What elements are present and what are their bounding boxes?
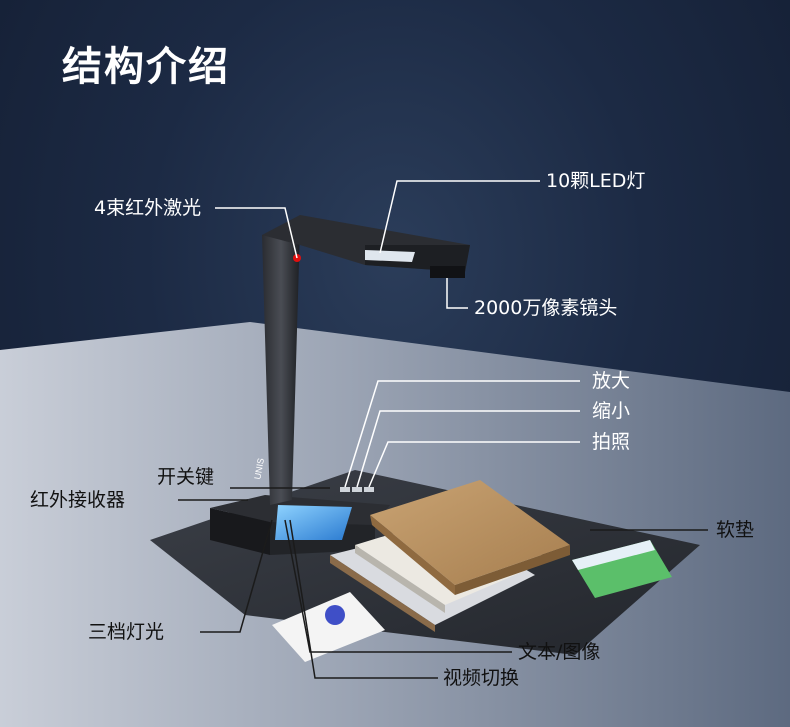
- leader-lines-dark: [178, 487, 708, 679]
- label-zoom-in: 放大: [592, 370, 631, 392]
- line-zoom-out: [356, 410, 580, 488]
- book-top-spine: [455, 545, 570, 595]
- label-ir-laser: 4束红外激光: [94, 197, 202, 219]
- line-ir-laser: [215, 207, 298, 259]
- line-video-switch: [289, 519, 438, 679]
- label-camera: 2000万像素镜头: [474, 297, 618, 319]
- book-top: [370, 480, 570, 585]
- device-base-front: [210, 508, 270, 555]
- bank-card-top: [572, 540, 655, 570]
- led-panel: [365, 250, 415, 262]
- line-zoom-in: [344, 380, 580, 488]
- device-brand: UNIS: [252, 457, 266, 480]
- book-middle-edge: [355, 545, 445, 613]
- panel-button-3: [364, 487, 374, 492]
- label-text-image: 文本/图像: [518, 641, 601, 663]
- line-camera: [446, 278, 468, 309]
- book-bottom-edge: [330, 555, 435, 632]
- label-led: 10颗LED灯: [546, 170, 646, 192]
- panel-button-2: [352, 487, 362, 492]
- label-ir-receiver: 红外接收器: [30, 489, 126, 511]
- label-soft-pad: 软垫: [716, 519, 755, 541]
- label-power-key: 开关键: [157, 466, 215, 488]
- label-video-switch: 视频切换: [443, 667, 520, 689]
- line-text-image: [284, 519, 512, 653]
- line-led: [379, 180, 540, 254]
- line-capture: [368, 441, 580, 488]
- line-three-level-light: [200, 519, 273, 633]
- paper-card-logo: [325, 605, 345, 625]
- label-three-level-light: 三档灯光: [88, 621, 165, 643]
- leader-lines-panel: [344, 380, 580, 488]
- paper-card: [272, 592, 385, 662]
- label-zoom-out: 缩小: [592, 400, 631, 422]
- device-arm: [262, 228, 300, 505]
- book-top-edge: [370, 515, 455, 595]
- panel-button-1: [340, 487, 350, 492]
- camera-lens-housing: [430, 266, 465, 278]
- label-capture: 拍照: [592, 431, 631, 453]
- page-title: 结构介绍: [62, 44, 230, 90]
- control-panel: [275, 505, 352, 540]
- leader-lines-light: [215, 180, 540, 309]
